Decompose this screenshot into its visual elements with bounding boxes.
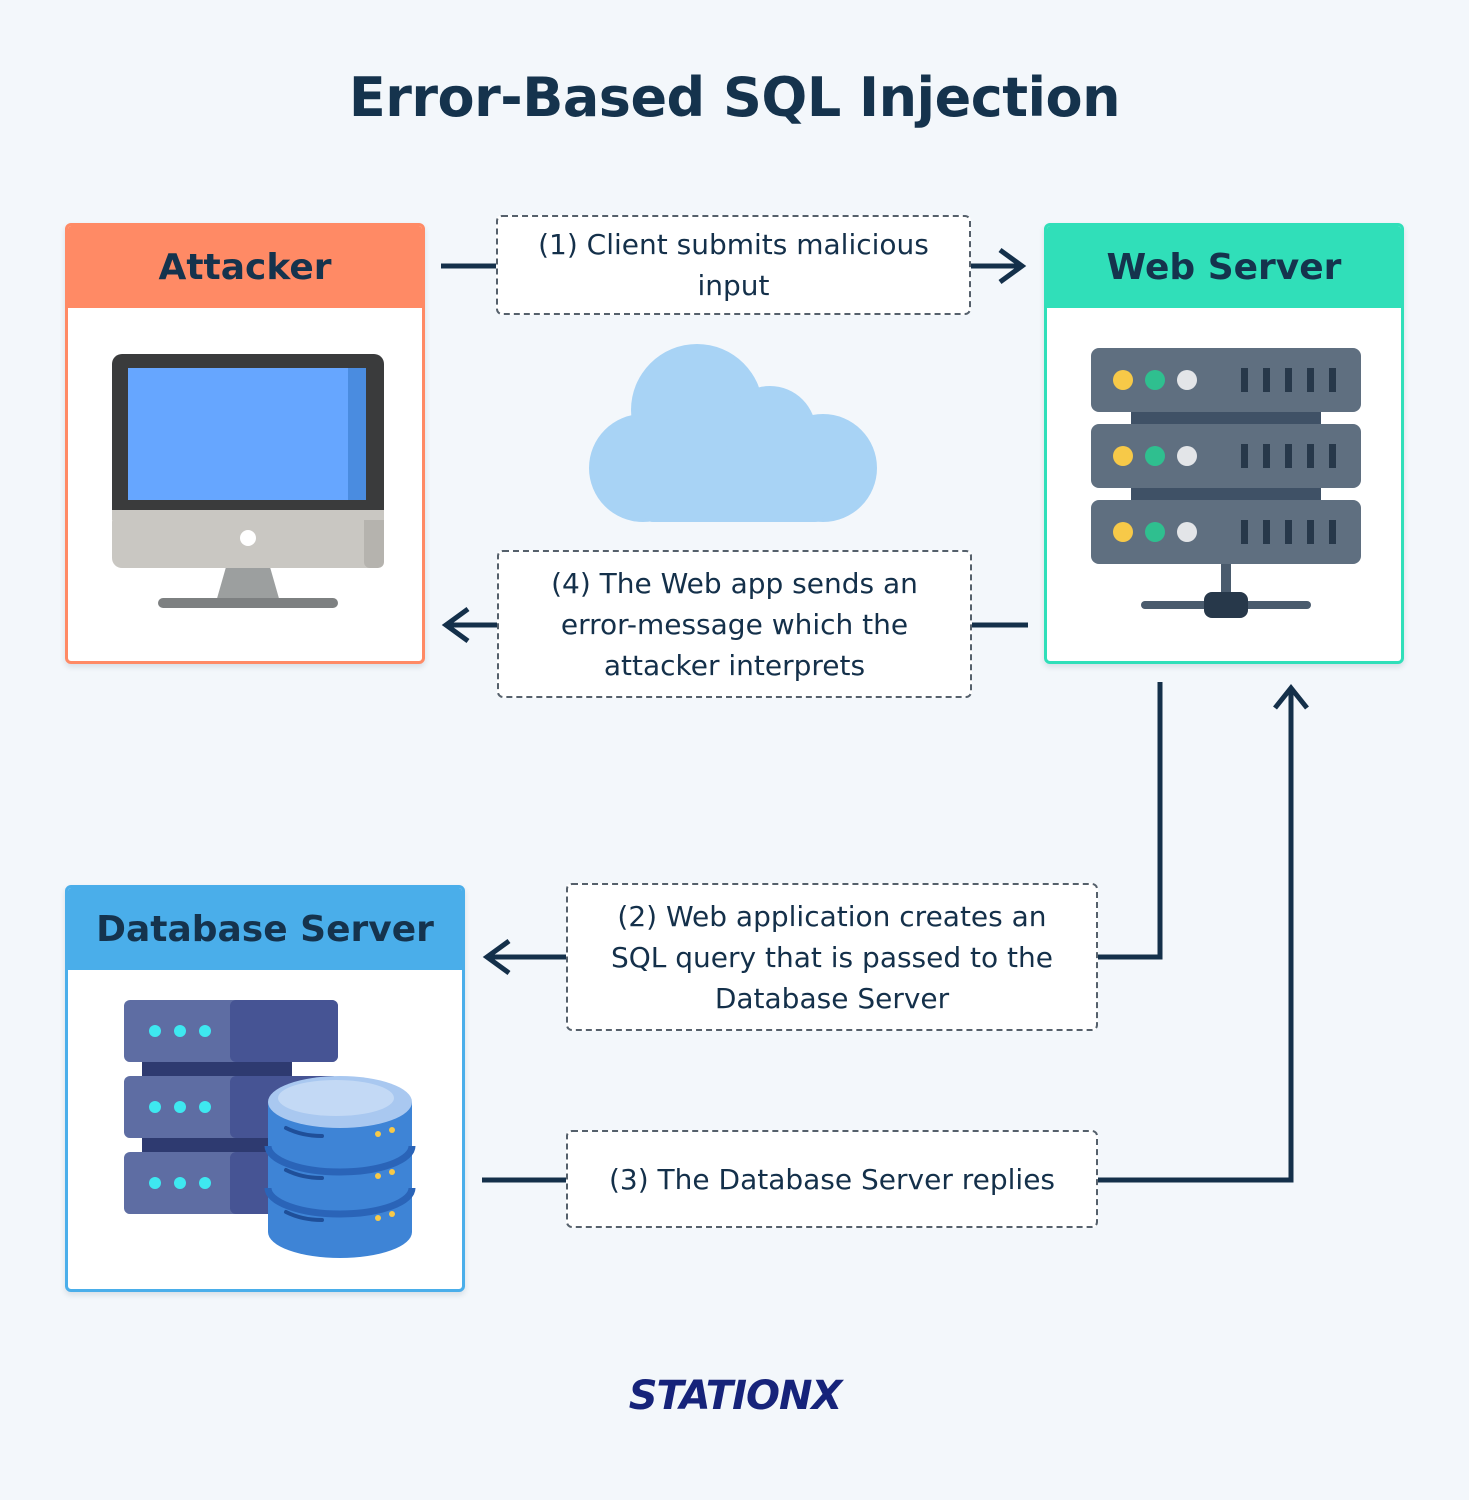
database-server-icon bbox=[124, 1000, 416, 1258]
arrowhead-step3 bbox=[1273, 683, 1309, 710]
desktop-monitor-icon bbox=[112, 354, 384, 608]
step-4-label: (4) The Web app sends an error-message w… bbox=[497, 550, 972, 698]
arrowhead-step1 bbox=[998, 247, 1027, 285]
server-rack-icon bbox=[1091, 348, 1361, 618]
connector-step2 bbox=[1098, 682, 1163, 960]
web-server-header: Web Server bbox=[1047, 226, 1401, 308]
step-3-label: (3) The Database Server replies bbox=[566, 1130, 1098, 1228]
cloud-icon bbox=[589, 344, 877, 522]
logo-text: STATIONX bbox=[628, 1373, 843, 1419]
step-1-label: (1) Client submits malicious input bbox=[496, 215, 971, 315]
step-2-label: (2) Web application creates an SQL query… bbox=[566, 883, 1098, 1031]
arrowhead-step2 bbox=[482, 938, 511, 976]
attacker-header: Attacker bbox=[68, 226, 422, 308]
connector-step3 bbox=[1098, 688, 1294, 1183]
web-server-card: Web Server bbox=[1044, 223, 1404, 664]
stationx-logo: STATIONX bbox=[610, 1366, 860, 1426]
database-server-card: Database Server bbox=[65, 885, 465, 1292]
attacker-card: Attacker bbox=[65, 223, 425, 664]
database-server-header: Database Server bbox=[68, 888, 462, 970]
arrowhead-step4 bbox=[441, 606, 470, 644]
page-title: Error-Based SQL Injection bbox=[348, 66, 1121, 129]
